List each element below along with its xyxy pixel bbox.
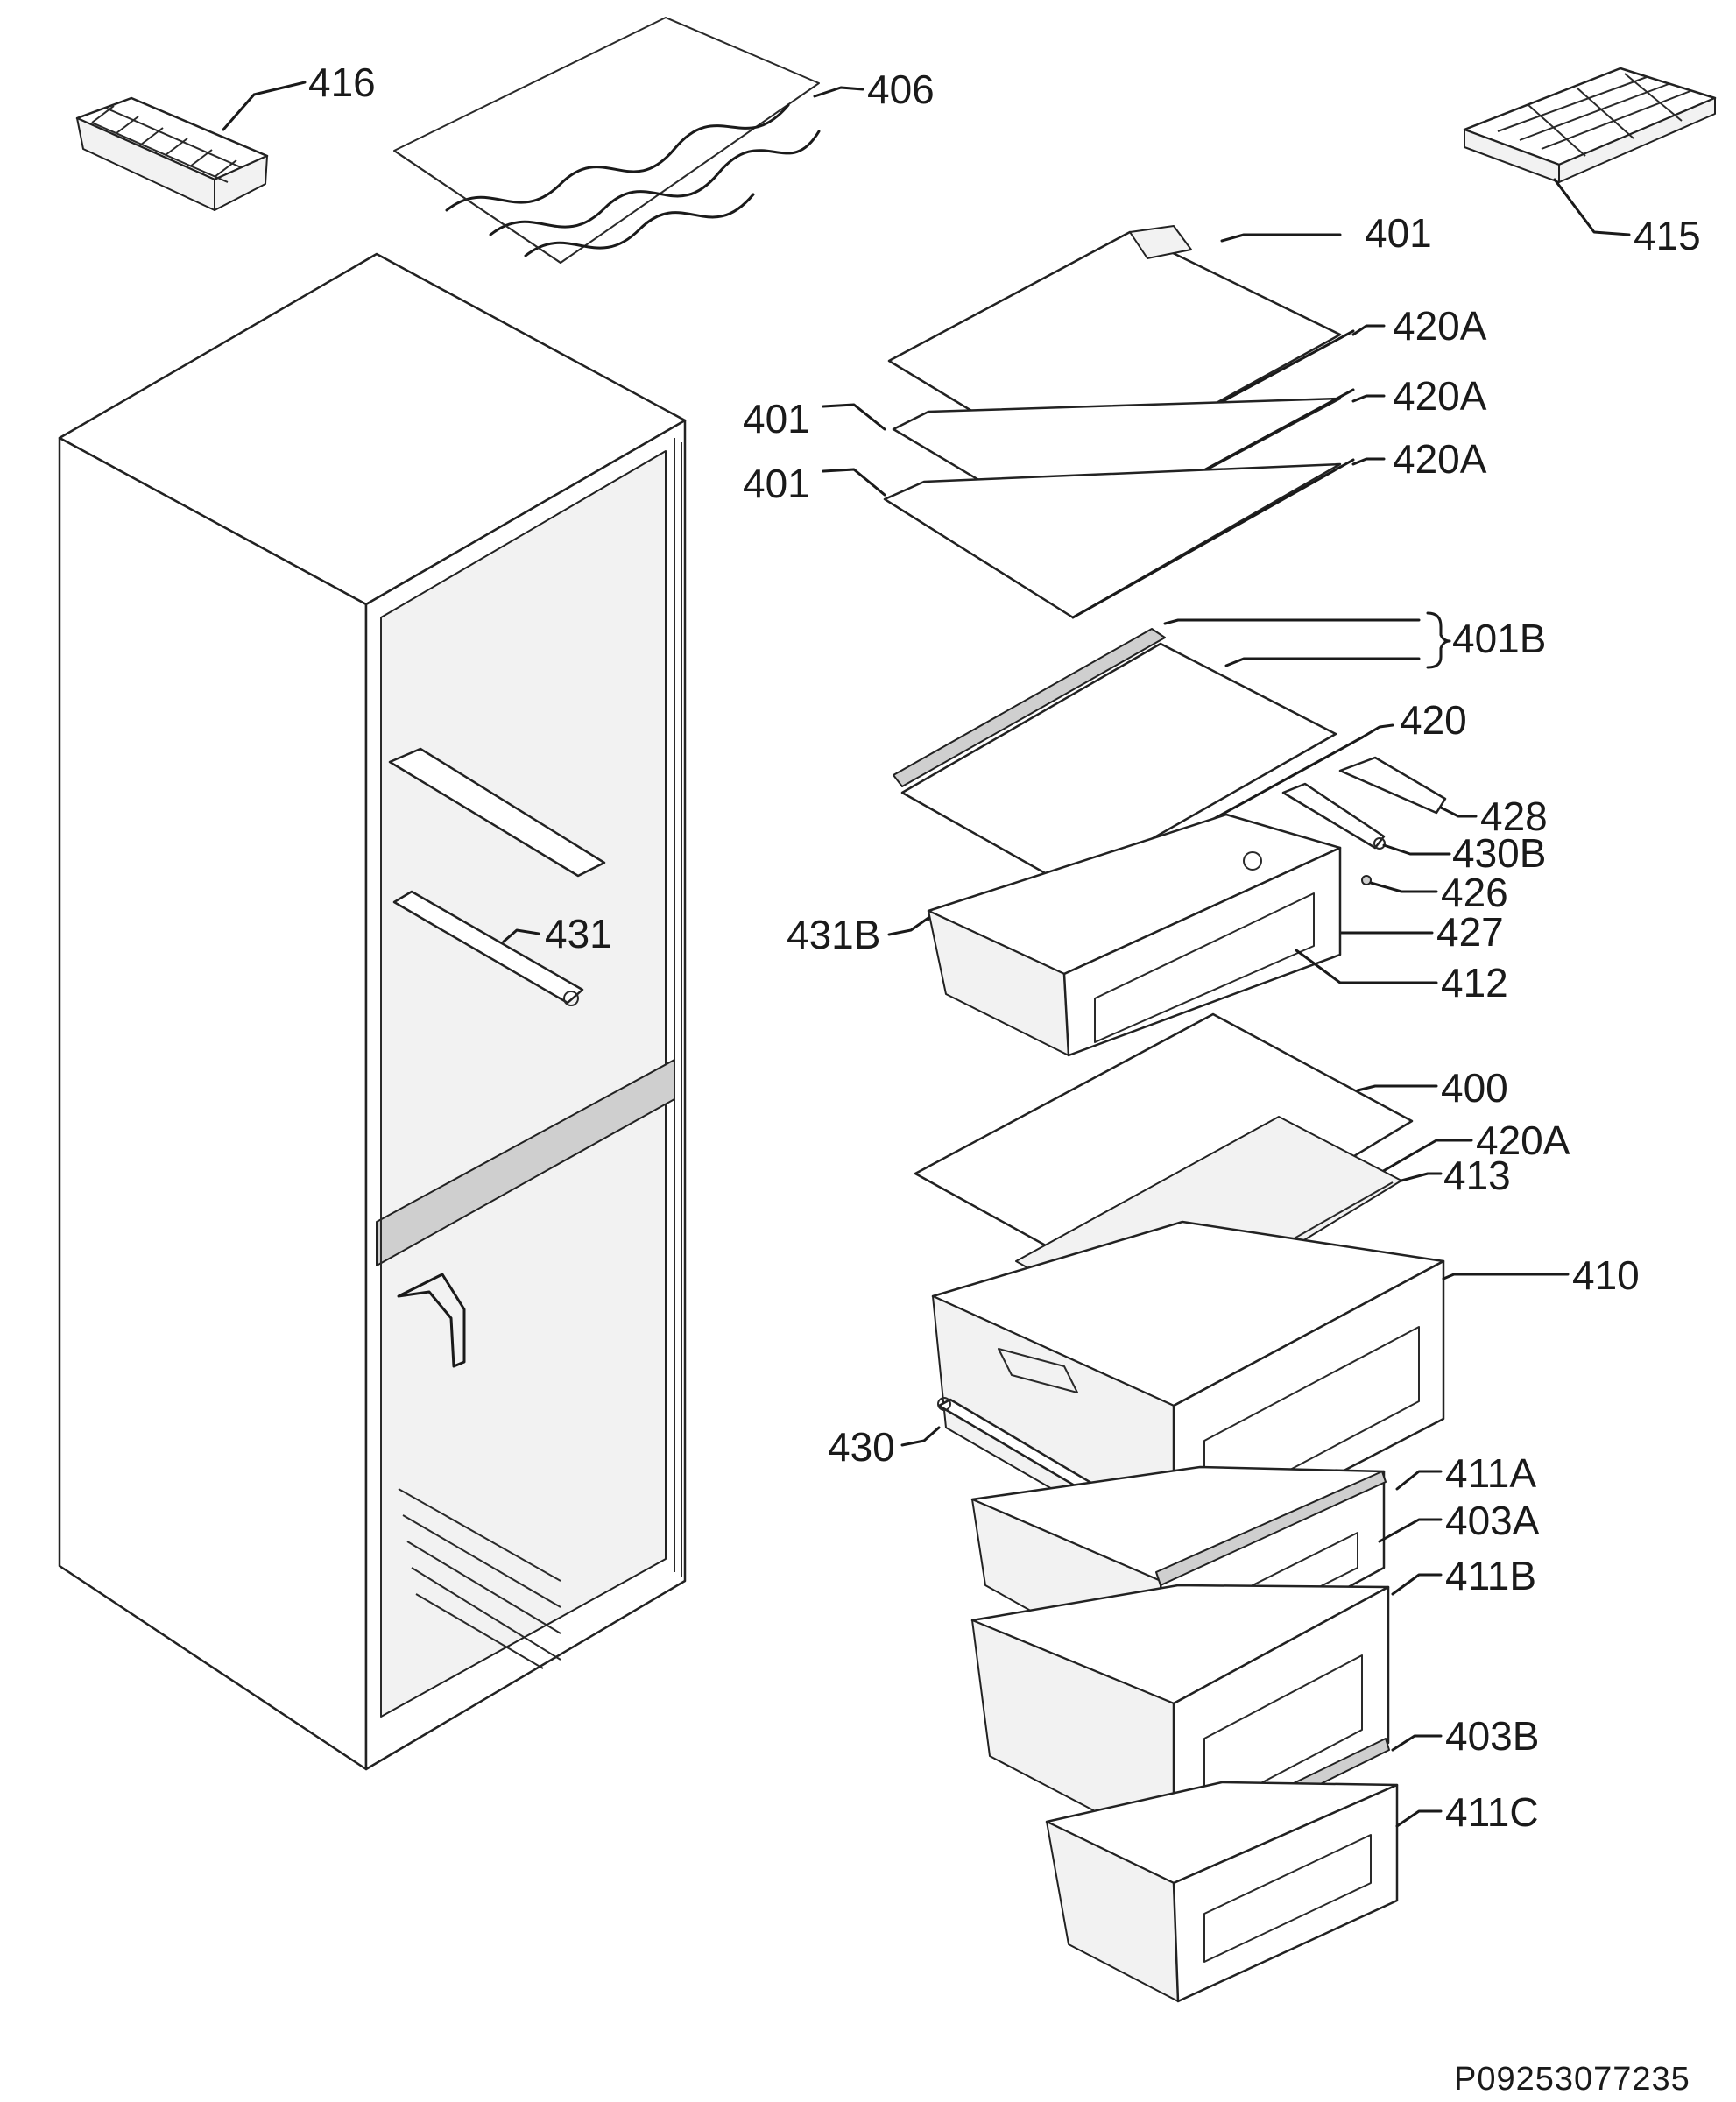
label-413: 413	[1443, 1153, 1511, 1198]
label-403A: 403A	[1445, 1498, 1540, 1543]
screw-426[interactable]	[1361, 875, 1372, 885]
drawer-front-403A[interactable]	[1155, 1471, 1387, 1586]
label-415: 415	[1634, 213, 1701, 258]
leader-430B	[1382, 843, 1451, 856]
leader-406	[813, 86, 864, 98]
label-420A-1: 420A	[1393, 303, 1487, 349]
leader-401-low	[822, 468, 886, 497]
label-420A-3: 420A	[1393, 436, 1487, 482]
leader-420	[1360, 723, 1394, 739]
leader-431	[502, 928, 540, 943]
freezer-drawer-411C[interactable]	[1045, 1781, 1399, 2003]
ice-cube-tray[interactable]	[75, 96, 269, 211]
leader-410	[1442, 1273, 1570, 1280]
label-431: 431	[545, 911, 612, 956]
bottle-rack[interactable]	[393, 17, 821, 264]
leader-400	[1356, 1084, 1438, 1092]
label-431B: 431B	[787, 912, 880, 957]
leader-403A	[1378, 1518, 1443, 1543]
leader-420A-1	[1351, 324, 1386, 336]
leader-420A-2	[1351, 394, 1386, 403]
label-420: 420	[1400, 697, 1467, 743]
leader-401-mid	[822, 403, 886, 431]
leader-411C	[1395, 1809, 1443, 1828]
label-430B: 430B	[1452, 830, 1546, 876]
leader-415	[1553, 178, 1631, 236]
leader-426	[1369, 881, 1438, 893]
label-401-low: 401	[743, 461, 810, 506]
label-416: 416	[308, 60, 376, 105]
shelf-bracket-rail[interactable]	[1281, 756, 1447, 850]
leader-420A-3	[1351, 457, 1386, 466]
label-420A-2: 420A	[1393, 373, 1487, 419]
leader-412	[1295, 949, 1438, 984]
label-430: 430	[828, 1424, 895, 1470]
egg-tray-cover[interactable]	[1463, 67, 1717, 183]
label-401-top: 401	[1365, 210, 1432, 256]
leader-401B-b	[1224, 657, 1421, 667]
leader-431B	[887, 916, 930, 936]
label-403B: 403B	[1445, 1713, 1539, 1759]
label-411B: 411B	[1445, 1553, 1536, 1598]
label-411A: 411A	[1445, 1450, 1536, 1496]
label-401-mid: 401	[743, 396, 810, 441]
leader-411B	[1391, 1573, 1443, 1596]
leader-403B	[1391, 1734, 1443, 1752]
label-428: 428	[1480, 794, 1548, 839]
drawing-code: P09253077235	[1454, 2061, 1690, 2098]
refrigerator-cabinet[interactable]	[58, 252, 687, 1771]
leader-401-top	[1220, 233, 1342, 243]
leader-430	[900, 1426, 941, 1447]
leader-428	[1439, 806, 1478, 818]
label-401B: 401B	[1452, 616, 1546, 661]
label-427: 427	[1436, 909, 1504, 955]
label-426: 426	[1441, 870, 1508, 915]
label-406: 406	[867, 67, 935, 112]
chiller-drawer[interactable]	[927, 813, 1342, 1057]
label-411C: 411C	[1445, 1789, 1539, 1835]
label-412: 412	[1441, 960, 1508, 1005]
leader-411A	[1395, 1470, 1443, 1491]
label-400: 400	[1441, 1065, 1508, 1111]
leader-416	[222, 81, 307, 131]
glass-shelf-lower[interactable]	[883, 458, 1355, 619]
leader-413	[1400, 1172, 1443, 1182]
leader-420A-4	[1410, 1139, 1473, 1156]
bracket-401B	[1426, 611, 1451, 669]
label-420A-4: 420A	[1476, 1118, 1570, 1163]
leader-401B-a	[1163, 618, 1421, 625]
label-410: 410	[1572, 1252, 1640, 1298]
